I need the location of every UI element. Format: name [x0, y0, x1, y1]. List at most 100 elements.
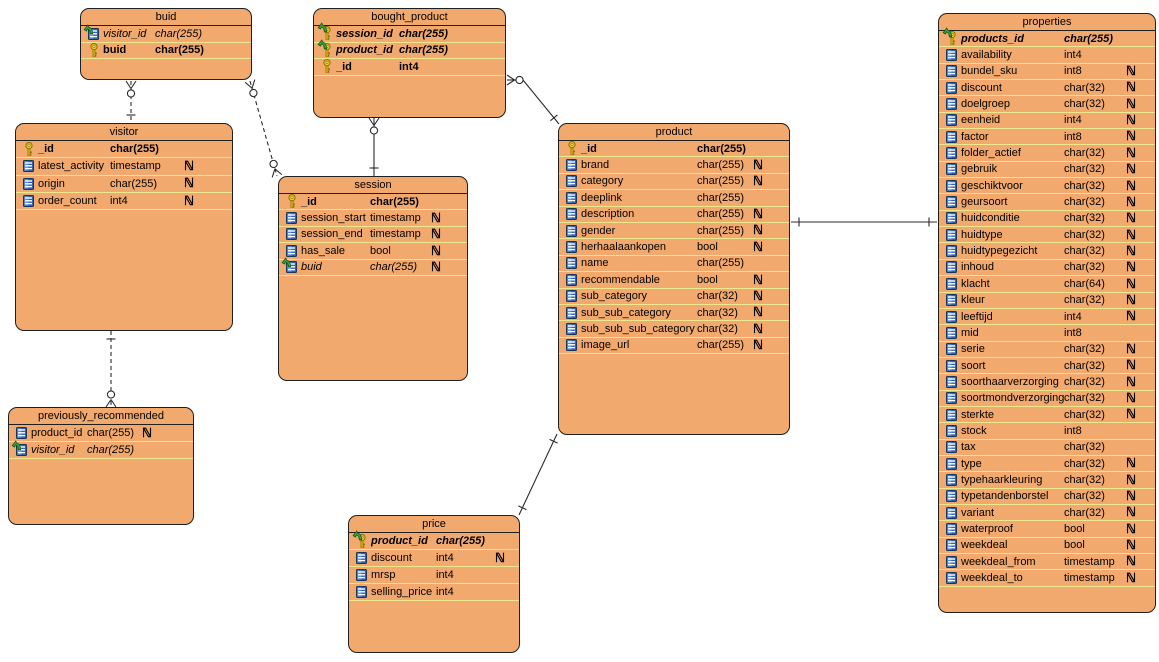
- table-title[interactable]: product: [559, 124, 789, 141]
- relation-product-properties[interactable]: [791, 217, 937, 227]
- relation-buid-session[interactable]: [244, 79, 283, 178]
- table-title[interactable]: bought_product: [314, 9, 505, 26]
- table-title[interactable]: visitor: [16, 124, 232, 141]
- relation-bought_product-product[interactable]: [506, 74, 560, 125]
- relation-visitor-previously_recommended[interactable]: [105, 331, 117, 408]
- column-type: char(255): [697, 191, 745, 204]
- column-type: char(32): [1064, 147, 1105, 160]
- relation-bought_product-session[interactable]: [368, 117, 380, 176]
- nullable-icon: ℕ: [1126, 292, 1137, 307]
- relation-buid-visitor[interactable]: [125, 80, 137, 123]
- table-title[interactable]: price: [349, 516, 519, 533]
- relation-product-price[interactable]: [518, 433, 558, 516]
- table-title[interactable]: previously_recommended: [9, 408, 193, 425]
- nullable-icon: ℕ: [753, 321, 764, 336]
- table-title[interactable]: session: [279, 177, 467, 194]
- column-type: char(255): [399, 27, 448, 40]
- column-icon: [19, 176, 38, 192]
- column-type: char(255): [436, 535, 485, 547]
- table-title[interactable]: buid: [81, 9, 251, 26]
- column-type: bool: [1064, 539, 1085, 552]
- column-icon: [562, 256, 581, 271]
- table-title[interactable]: properties: [939, 14, 1155, 31]
